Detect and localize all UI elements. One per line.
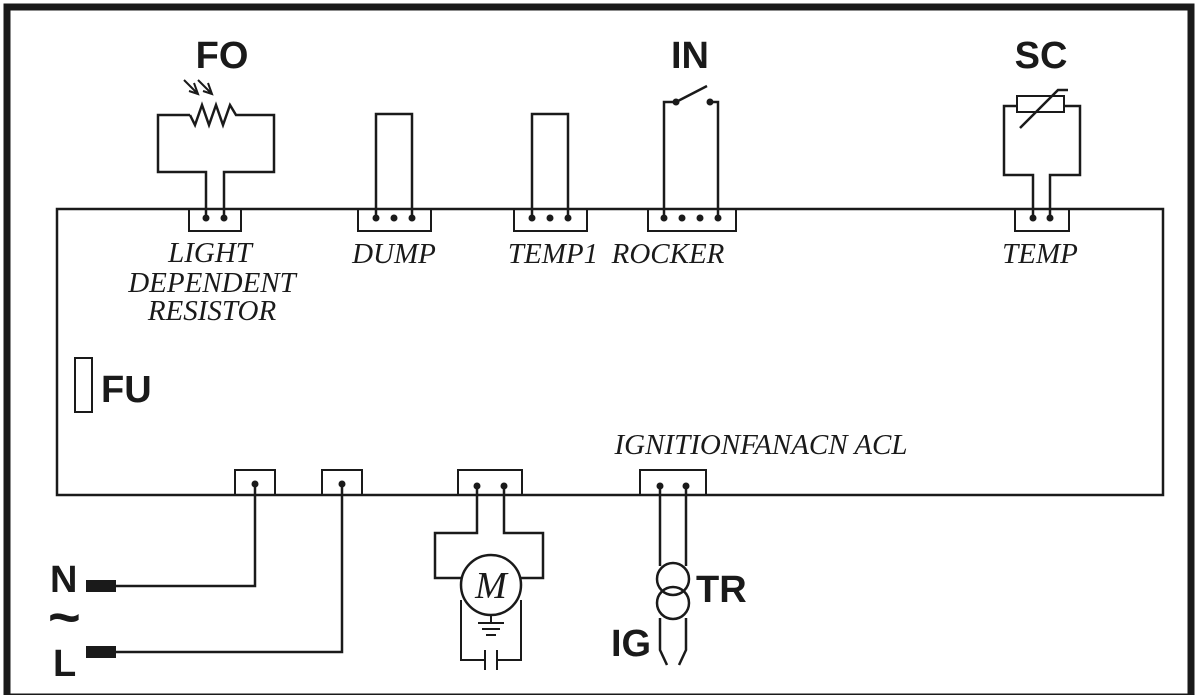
ldr-label-line1: LIGHT xyxy=(167,237,254,269)
temp1-connector xyxy=(513,208,588,232)
control-board xyxy=(55,207,1165,497)
ignition-connector xyxy=(639,469,707,496)
switch-contact-right xyxy=(706,98,714,106)
transformer-icon xyxy=(655,561,691,597)
ldr-connector xyxy=(188,208,242,232)
motor-label: M xyxy=(474,565,509,607)
ldr-label-line3: RESISTOR xyxy=(147,295,277,327)
mains-group: N L ~ xyxy=(48,469,363,685)
thermistor-group: SC xyxy=(1002,35,1082,232)
neutral-label: N xyxy=(50,559,77,601)
motor-connector xyxy=(457,469,523,496)
temp-label: TEMP xyxy=(1002,238,1078,270)
rocker-label: ROCKER xyxy=(611,238,725,270)
thermistor-icon xyxy=(1019,88,1068,129)
dump-connector-group xyxy=(357,112,432,232)
ignition-group: TR IG xyxy=(611,469,747,666)
dump-connector xyxy=(357,208,432,232)
ig-label: IG xyxy=(611,623,651,665)
sc-label: SC xyxy=(1015,35,1068,77)
switch-lever-icon xyxy=(675,84,708,104)
rocker-connector xyxy=(647,208,737,232)
fu-label: FU xyxy=(101,369,152,411)
tr-label: TR xyxy=(696,569,747,611)
fuse-icon xyxy=(74,357,93,413)
ac-symbol: ~ xyxy=(48,585,81,648)
fo-label: FO xyxy=(196,35,249,77)
temp1-connector-group xyxy=(513,112,588,232)
neutral-terminal xyxy=(86,580,116,592)
in-label: IN xyxy=(671,35,709,77)
dump-label: DUMP xyxy=(351,238,436,270)
outer-frame xyxy=(3,3,1195,695)
ignition-electrode-icon xyxy=(658,618,688,666)
ldr-component: FO xyxy=(156,35,276,232)
fan-motor-group: M xyxy=(433,469,545,670)
bottom-connector-label: IGNITIONFANACN ACL xyxy=(613,429,907,461)
temp-connector xyxy=(1014,208,1070,232)
capacitor-icon xyxy=(460,600,522,670)
resistor-icon xyxy=(188,101,240,129)
ground-icon xyxy=(478,615,504,636)
live-label: L xyxy=(53,643,76,685)
rocker-switch-group: IN xyxy=(647,35,737,232)
temp1-label: TEMP1 xyxy=(508,238,598,270)
live-terminal xyxy=(86,646,116,658)
ldr-label-line2: DEPENDENT xyxy=(127,267,297,299)
thermistor-body xyxy=(1016,95,1065,113)
light-arrows-icon xyxy=(183,79,214,96)
